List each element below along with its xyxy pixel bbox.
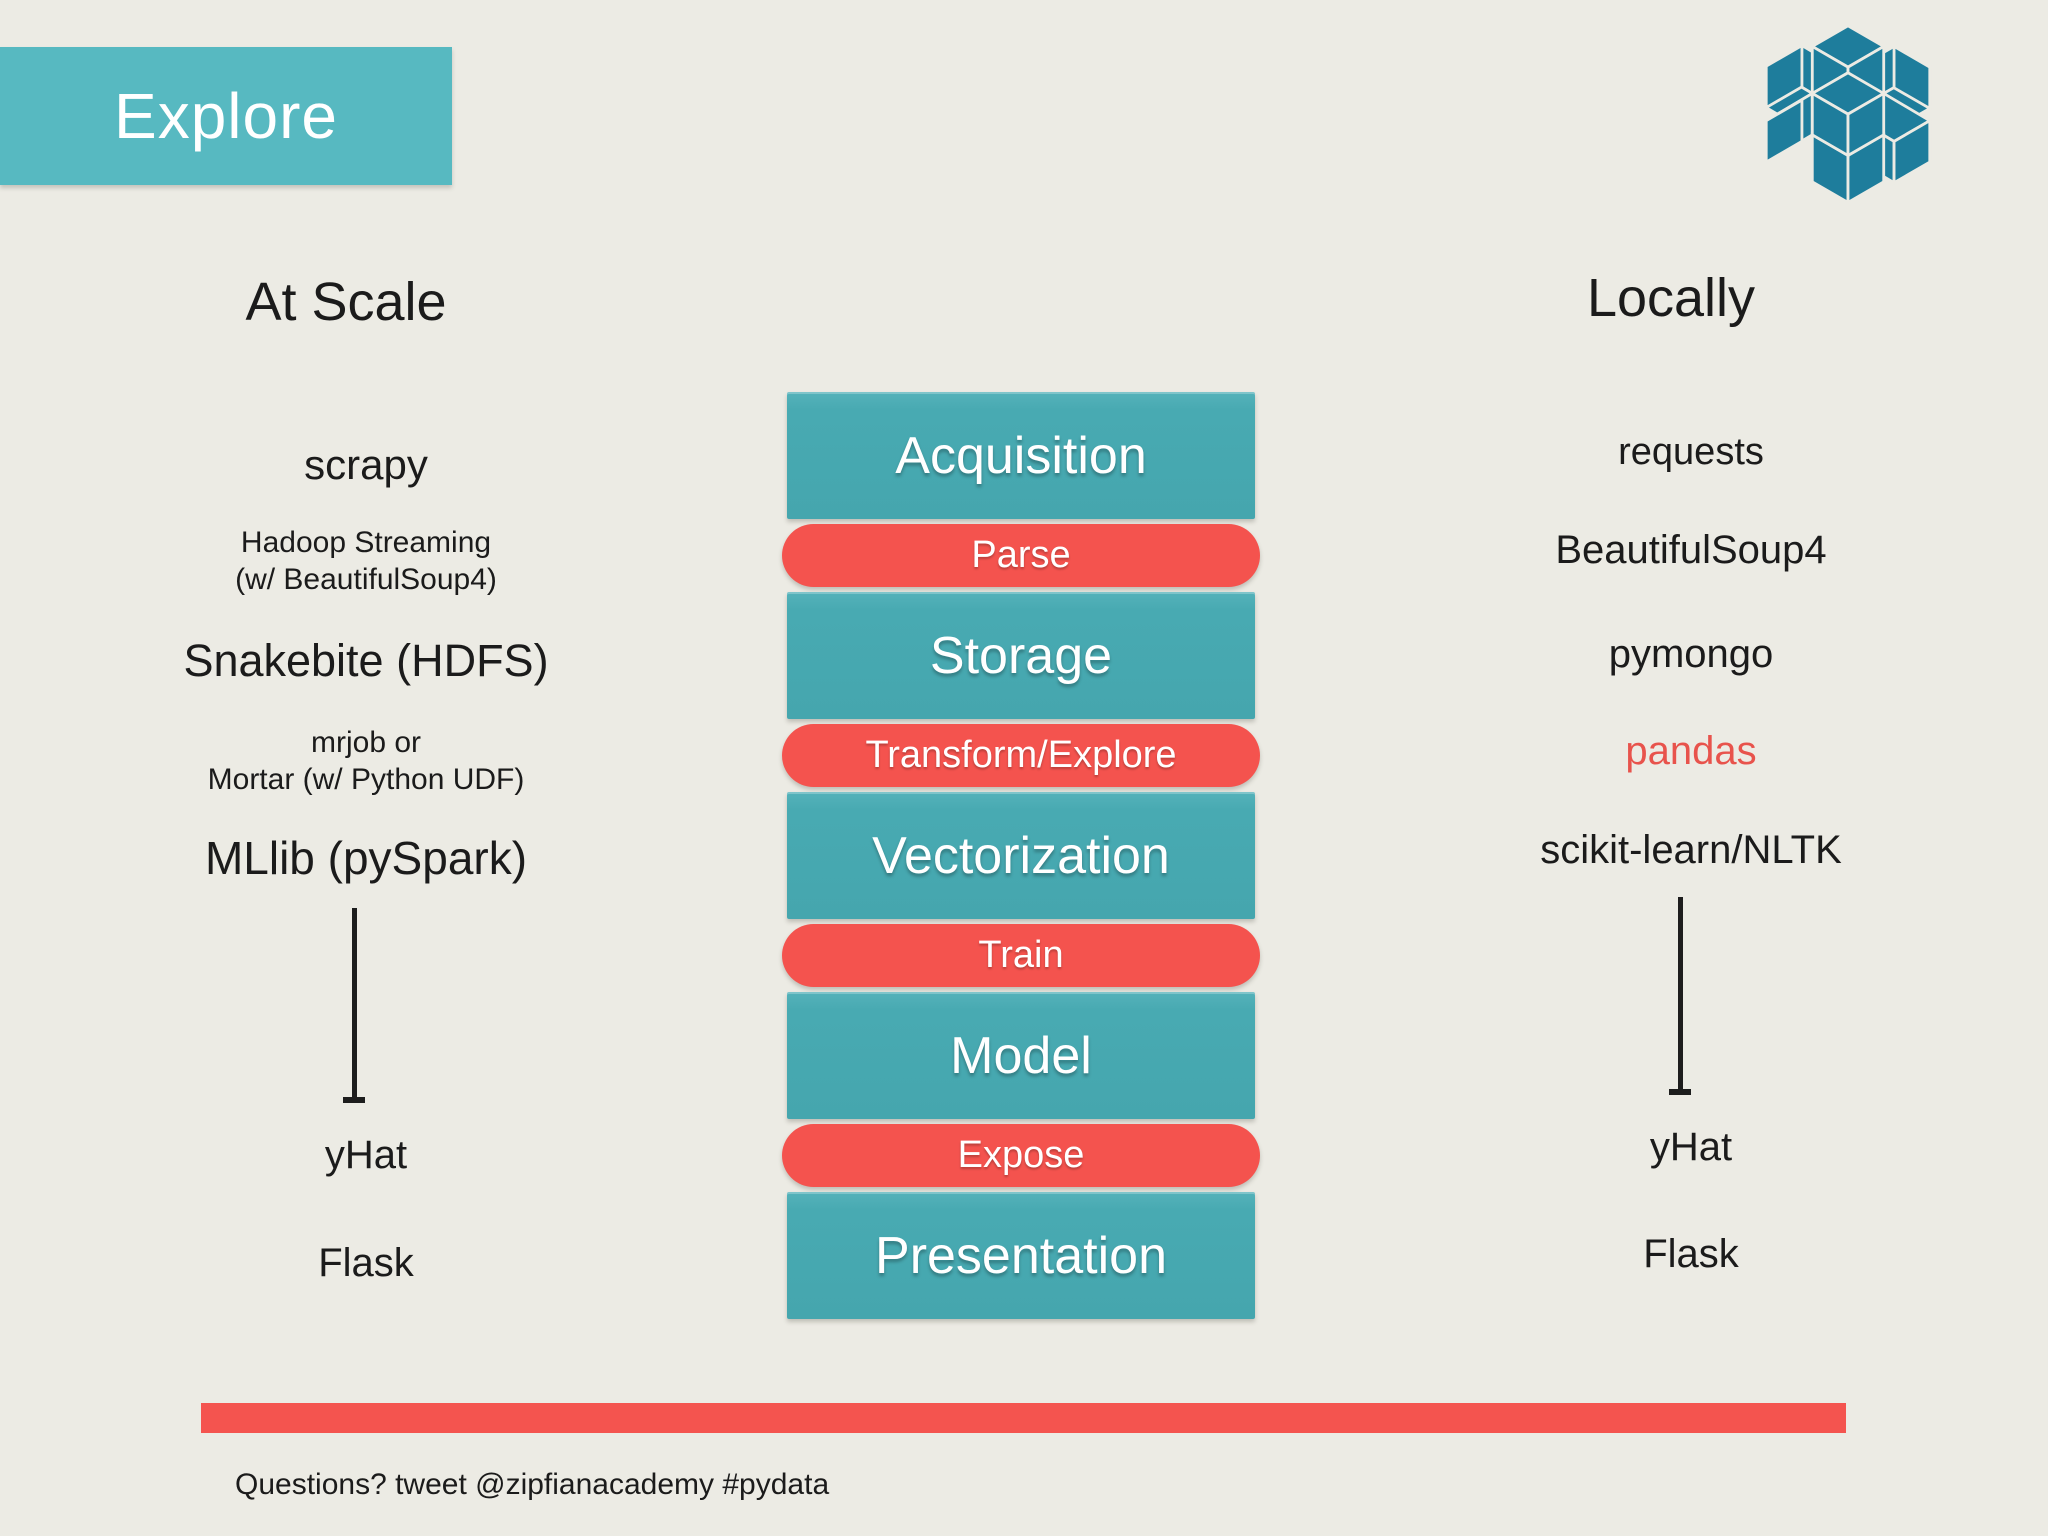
footer-note: Questions? tweet @zipfianacademy #pydata (235, 1468, 830, 1501)
explore-header-label: Explore (114, 80, 338, 152)
tool-mrjob-mortar: mrjob or Mortar (w/ Python UDF) (207, 726, 525, 796)
tool-requests: requests (1618, 431, 1764, 473)
left-connector-line (352, 908, 357, 1100)
stage-presentation-label: Presentation (875, 1226, 1167, 1285)
at-scale-column-title: At Scale (245, 272, 447, 332)
tool-yhat-right: yHat (1649, 1125, 1733, 1169)
tool-mllib-pyspark: MLlib (pySpark) (204, 832, 528, 884)
stage-acquisition-label: Acquisition (895, 426, 1147, 485)
action-parse-label: Parse (971, 534, 1071, 576)
explore-header-banner: Explore (0, 47, 452, 185)
stage-vectorization-label: Vectorization (872, 826, 1170, 885)
logo-up-right-beam (1845, 43, 1933, 138)
left-connector-cap (343, 1097, 365, 1103)
logo-center-cube (1809, 71, 1887, 158)
action-transform-explore-label: Transform/Explore (865, 734, 1177, 776)
right-connector-cap (1669, 1089, 1691, 1095)
stage-presentation: Presentation (787, 1192, 1255, 1319)
tool-scikit-learn-nltk: scikit-learn/NLTK (1540, 828, 1842, 872)
action-parse: Parse (782, 524, 1260, 587)
stage-vectorization: Vectorization (787, 792, 1255, 919)
tool-flask-right: Flask (1643, 1232, 1739, 1276)
locally-column-title: Locally (1586, 268, 1756, 328)
tool-pandas: pandas (1625, 729, 1757, 773)
stage-model-label: Model (950, 1026, 1092, 1085)
tool-pymongo: pymongo (1608, 632, 1774, 676)
tool-snakebite-hdfs: Snakebite (HDFS) (183, 635, 549, 686)
footer-accent-bar (201, 1403, 1846, 1433)
action-expose-label: Expose (957, 1134, 1085, 1176)
zipfian-academy-logo-icon (1763, 24, 1933, 205)
stage-storage-label: Storage (929, 626, 1113, 685)
stage-storage: Storage (787, 592, 1255, 719)
right-connector-line (1678, 897, 1683, 1092)
stage-acquisition: Acquisition (787, 392, 1255, 519)
action-train: Train (782, 924, 1260, 987)
pipeline-stack: Acquisition Parse Storage Transform/Expl… (782, 392, 1260, 1319)
tool-flask-left: Flask (318, 1241, 414, 1285)
action-expose: Expose (782, 1124, 1260, 1187)
tool-beautifulsoup4: BeautifulSoup4 (1555, 528, 1827, 572)
tool-yhat-left: yHat (324, 1133, 408, 1177)
action-train-label: Train (978, 934, 1064, 976)
action-transform-explore: Transform/Explore (782, 724, 1260, 787)
stage-model: Model (787, 992, 1255, 1119)
tool-hadoop-streaming: Hadoop Streaming (w/ BeautifulSoup4) (235, 526, 497, 596)
tool-scrapy: scrapy (304, 441, 428, 488)
